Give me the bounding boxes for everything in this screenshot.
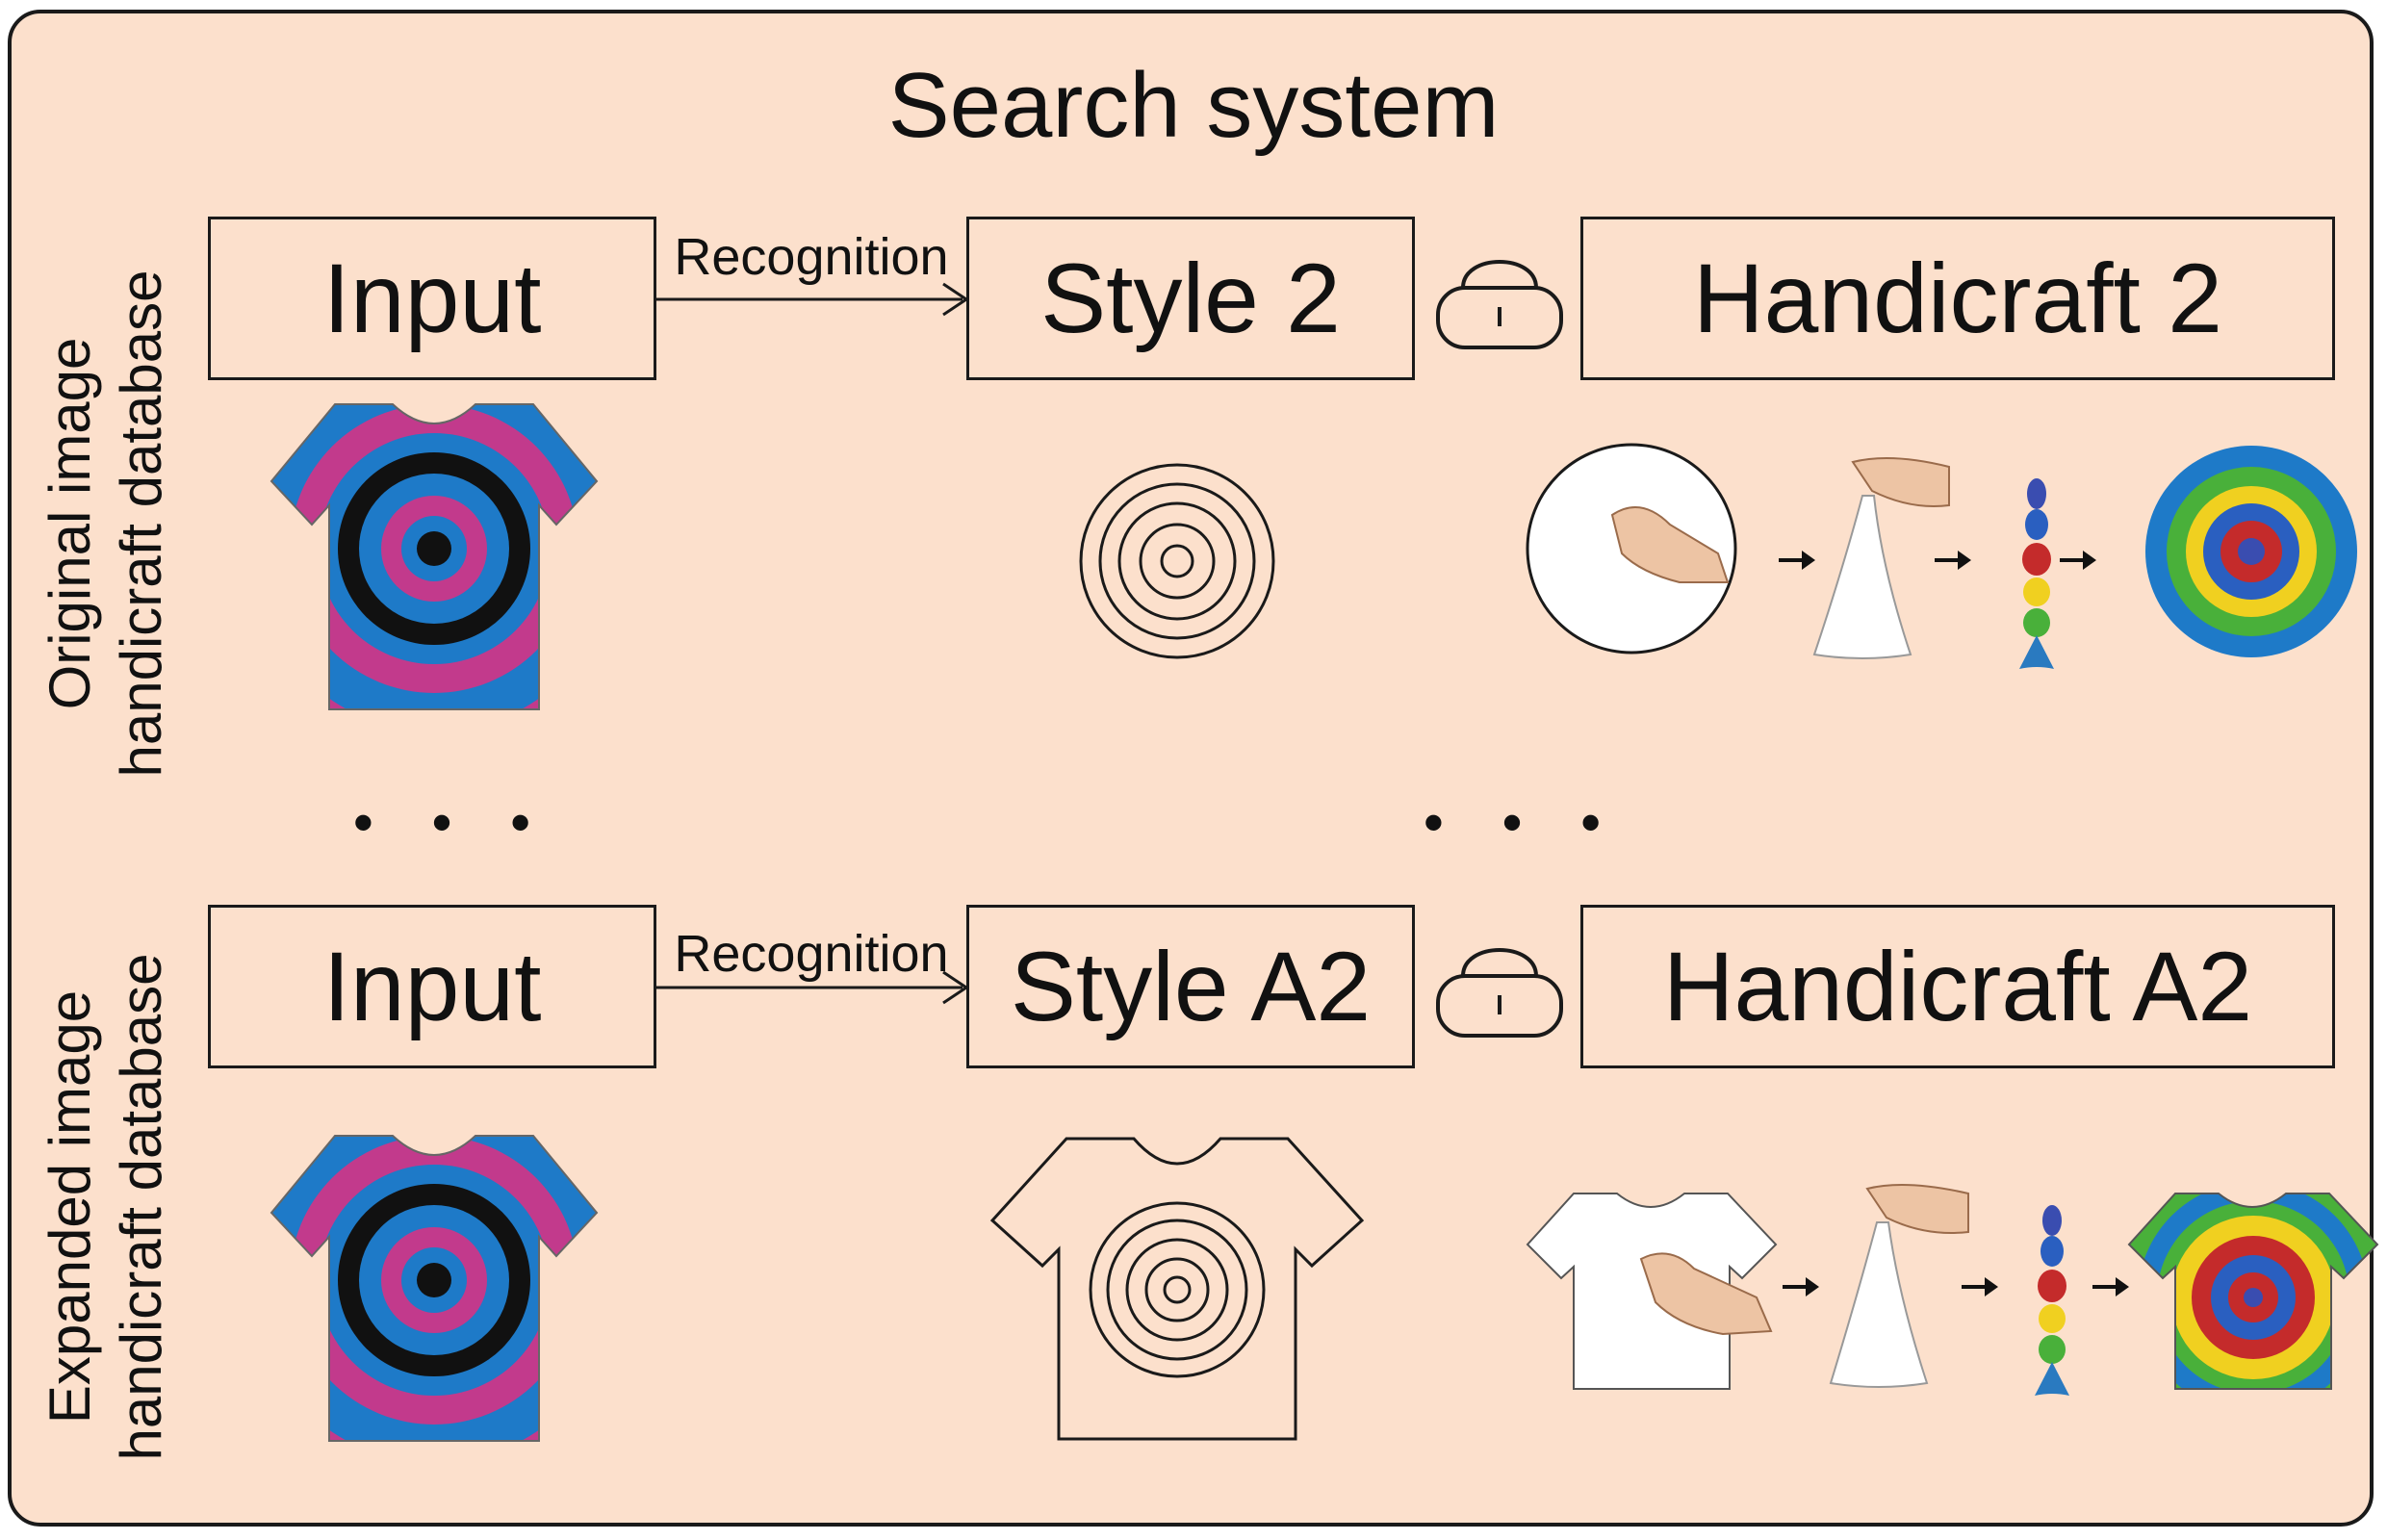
- arrow-right-icon: [1779, 551, 1815, 570]
- cloth-lifted-icon: [1829, 1184, 1969, 1388]
- side-label-line-2: handicraft database: [109, 953, 173, 1461]
- side-label-line-1: Original image: [38, 337, 102, 710]
- input-box: Input: [208, 905, 656, 1068]
- recognition-label: Recognition: [674, 925, 949, 983]
- arrow-right-icon: [1935, 551, 1971, 570]
- tiedye-tshirt-icon: [270, 403, 599, 710]
- side-label-line-1: Expanded image: [38, 989, 102, 1424]
- lock-icon: [1436, 260, 1563, 349]
- handicraft-box: Handicraft 2: [1580, 217, 2335, 380]
- side-label-line-2: handicraft database: [109, 270, 173, 778]
- dyed-circle-result-icon: [2145, 446, 2357, 657]
- style-box: Style 2: [966, 217, 1415, 380]
- dyed-tshirt-result-icon: [2127, 1193, 2379, 1390]
- recognition-arrow-icon: [656, 282, 969, 317]
- arrow-right-icon: [2092, 1277, 2129, 1296]
- tiedye-tshirt-icon: [270, 1135, 599, 1442]
- lock-icon: [1436, 948, 1563, 1038]
- arrow-right-icon: [1962, 1277, 1998, 1296]
- arrow-right-icon: [2060, 551, 2096, 570]
- style-box: Style A2: [966, 905, 1415, 1068]
- side-label-original: Original image handicraft database: [35, 235, 177, 812]
- tied-cloth-bands-icon: [2019, 478, 2054, 669]
- arrow-right-icon: [1783, 1277, 1819, 1296]
- ellipsis-right: • • •: [1423, 790, 1623, 855]
- ellipsis-left: • • •: [352, 790, 552, 855]
- recognition-label: Recognition: [674, 228, 949, 286]
- concentric-circles-icon: [1079, 463, 1275, 659]
- diagram-title: Search system: [887, 54, 1500, 157]
- side-label-expanded: Expanded image handicraft database: [35, 918, 177, 1496]
- tshirt-pinch-icon: [1526, 1193, 1778, 1390]
- handicraft-box: Handicraft A2: [1580, 905, 2335, 1068]
- input-box: Input: [208, 217, 656, 380]
- tied-cloth-bands-icon: [2035, 1205, 2069, 1396]
- recognition-arrow-icon: [656, 970, 969, 1005]
- tshirt-concentric-circles-icon: [989, 1137, 1365, 1441]
- cloth-circle-pinch-icon: [1526, 443, 1737, 654]
- cloth-lifted-icon: [1812, 457, 1950, 659]
